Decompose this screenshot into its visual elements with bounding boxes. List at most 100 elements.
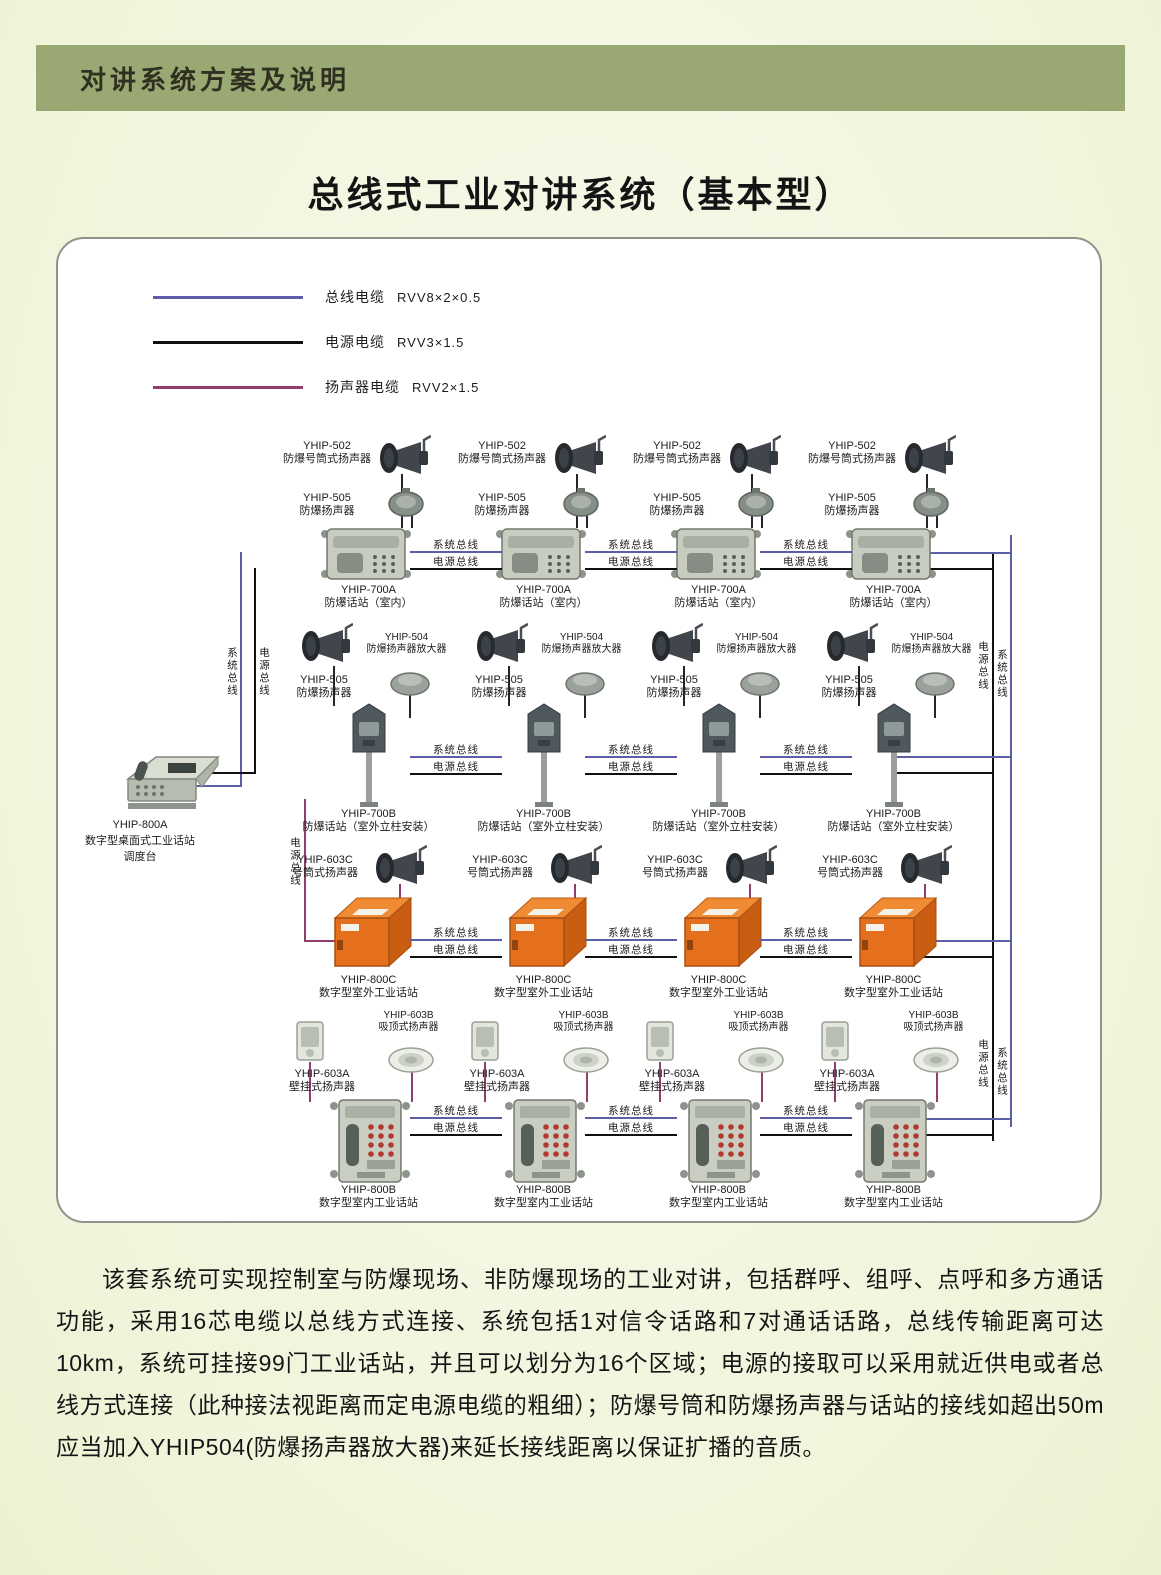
speaker-wire [761, 1072, 763, 1102]
system-bus-label: 系统总线 [608, 539, 654, 551]
speaker-wire [333, 666, 335, 706]
power-bus-label: 电源总线 [608, 944, 654, 956]
legend-row-speaker: 扬声器电缆 RVV2×1.5 [153, 377, 479, 397]
outdoor-digital-station-icon [848, 892, 938, 972]
bus-label-pair: 系统总线 电源总线 [585, 1105, 677, 1139]
round-speaker-icon [387, 488, 425, 518]
yhip603a-label: YHIP-603A 壁挂式扬声器 [289, 1068, 355, 1093]
power-bus-vertical-label: 电源总线 [258, 647, 270, 697]
power-bus-row: 电源总线 [410, 761, 502, 775]
bus-label-pair: 系统总线 电源总线 [585, 539, 677, 573]
system-bus-line [585, 1117, 677, 1119]
system-bus-row: 系统总线 [410, 744, 502, 758]
power-bus-label: 电源总线 [433, 944, 479, 956]
power-bus-line [760, 773, 852, 775]
system-bus-line [585, 551, 677, 553]
ceiling-speaker-icon [737, 1046, 785, 1074]
ceiling-speaker-icon [387, 1046, 435, 1074]
power-bus-label: 电源总线 [783, 761, 829, 773]
power-bus-vertical-label: 电源总线 [977, 1039, 989, 1089]
indoor-explosion-proof-station-icon [492, 526, 590, 582]
power-bus-label: 电源总线 [608, 556, 654, 568]
yhip800c-label: YHIP-800C 数字型室外工业话站 [669, 974, 768, 999]
power-bus-line [585, 568, 677, 570]
outdoor-digital-station-icon [673, 892, 763, 972]
system-bus-line [585, 939, 677, 941]
yhip800b-label: YHIP-800B 数字型室内工业话站 [494, 1184, 593, 1209]
system-bus-line [760, 1117, 852, 1119]
yhip700a-label: YHIP-700A 防爆话站（室内） [849, 584, 938, 609]
speaker-amplifier-icon [739, 670, 781, 696]
system-bus-label: 系统总线 [433, 539, 479, 551]
horn-speaker-icon [723, 844, 778, 890]
horn-speaker-icon [824, 622, 879, 668]
system-bus-label: 系统总线 [783, 927, 829, 939]
power-bus-line [585, 773, 677, 775]
speaker-wire [934, 692, 936, 718]
yhip504-label: YHIP-504 防爆扬声器放大器 [366, 632, 447, 655]
pole-mounted-station-icon [518, 700, 570, 808]
device-column: YHIP-502 防爆号筒式扬声器 YHIP-505 防爆扬声器 [456, 434, 631, 1224]
legend-label: 电源电缆 [325, 334, 385, 350]
desktop-dispatch-console-icon [122, 749, 222, 813]
system-bus-line [410, 551, 502, 553]
yhip505-label: YHIP-505 防爆扬声器 [821, 674, 877, 699]
speaker-wire [411, 514, 413, 528]
power-bus-row: 电源总线 [585, 1122, 677, 1136]
power-bus-label: 电源总线 [608, 761, 654, 773]
wall-speaker-icon [470, 1020, 500, 1062]
outdoor-digital-station-icon [323, 892, 413, 972]
system-bus-line [896, 756, 1010, 758]
yhip700b-label: YHIP-700B 防爆话站（室外立柱安装） [652, 808, 785, 833]
system-bus-row: 系统总线 [410, 927, 502, 941]
bus-label-pair: 系统总线 电源总线 [410, 744, 502, 778]
yhip700b-label: YHIP-700B 防爆话站（室外立柱安装） [302, 808, 435, 833]
yhip603c-label: YHIP-603C 号筒式扬声器 [467, 854, 533, 879]
power-bus-line [760, 1134, 852, 1136]
system-bus-line [410, 756, 502, 758]
system-bus-row: 系统总线 [410, 1105, 502, 1119]
bus-label-pair: 系统总线 电源总线 [585, 927, 677, 961]
horn-speaker-icon [377, 434, 432, 480]
bus-label-pair: 系统总线 电源总线 [760, 1105, 852, 1139]
yhip603c-label: YHIP-603C 号筒式扬声器 [817, 854, 883, 879]
system-bus-line [1010, 535, 1012, 1127]
speaker-wire [586, 1072, 588, 1102]
wall-speaker-icon [645, 1020, 675, 1062]
yhip504-label: YHIP-504 防爆扬声器放大器 [891, 632, 972, 655]
horn-speaker-icon [474, 622, 529, 668]
speaker-wire [683, 666, 685, 706]
yhip505-label: YHIP-505 防爆扬声器 [474, 492, 530, 517]
wall-speaker-icon [295, 1020, 325, 1062]
pole-mounted-station-icon [693, 700, 745, 808]
power-bus-line [760, 956, 852, 958]
horn-speaker-icon [299, 622, 354, 668]
system-bus-row: 系统总线 [760, 744, 852, 758]
speaker-wire [759, 692, 761, 718]
indoor-explosion-proof-station-icon [667, 526, 765, 582]
speaker-cable-line [304, 799, 306, 941]
power-bus-row: 电源总线 [760, 556, 852, 570]
system-bus-line [410, 939, 502, 941]
speaker-wire [659, 1062, 661, 1102]
page-title: 总线式工业对讲系统（基本型） [307, 174, 854, 215]
speaker-wire [399, 884, 401, 900]
system-bus-label: 系统总线 [433, 744, 479, 756]
bus-label-pair: 系统总线 电源总线 [410, 927, 502, 961]
speaker-wire [858, 666, 860, 706]
power-bus-line [992, 553, 994, 1141]
yhip505-label: YHIP-505 防爆扬声器 [299, 492, 355, 517]
bus-label-pair: 系统总线 电源总线 [585, 744, 677, 778]
outdoor-digital-station-icon [498, 892, 588, 972]
power-bus-line [896, 568, 992, 570]
system-bus-vertical-label: 系统总线 [226, 647, 238, 697]
system-bus-line [760, 756, 852, 758]
power-bus-line [585, 956, 677, 958]
yhip700b-label: YHIP-700B 防爆话站（室外立柱安装） [477, 808, 610, 833]
system-diagram: 总线电缆 RVV8×2×0.5 电源电缆 RVV3×1.5 扬声器电缆 RVV2… [56, 237, 1102, 1223]
yhip603a-label: YHIP-603A 壁挂式扬声器 [464, 1068, 530, 1093]
yhip502-label: YHIP-502 防爆号筒式扬声器 [808, 440, 896, 465]
power-bus-label: 电源总线 [783, 1122, 829, 1134]
system-bus-label: 系统总线 [608, 927, 654, 939]
legend-label: 扬声器电缆 [325, 379, 400, 395]
